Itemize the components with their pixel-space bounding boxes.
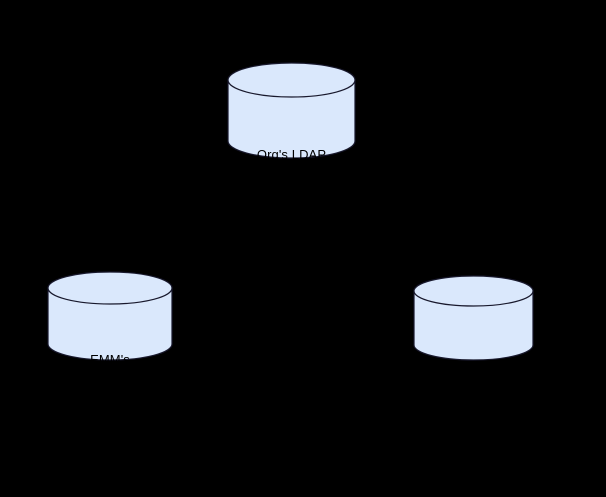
- node-google[interactable]: Google: [413, 275, 534, 382]
- node-ldap-directory[interactable]: Org's LDAP directory: [227, 62, 356, 237]
- node-label-google-line1: Google: [452, 367, 495, 382]
- cylinder-shape-ldap: [227, 62, 356, 159]
- node-label-emm-line2: database: [82, 427, 138, 442]
- node-label-ldap-line2: directory: [266, 222, 317, 237]
- node-emm-database[interactable]: EMM's database: [47, 271, 173, 442]
- cylinder-shape-emm: [47, 271, 173, 361]
- cylinder-shape-google: [413, 275, 534, 361]
- diagram-canvas: Org's LDAP directory EMM's database Goog…: [47, 62, 534, 442]
